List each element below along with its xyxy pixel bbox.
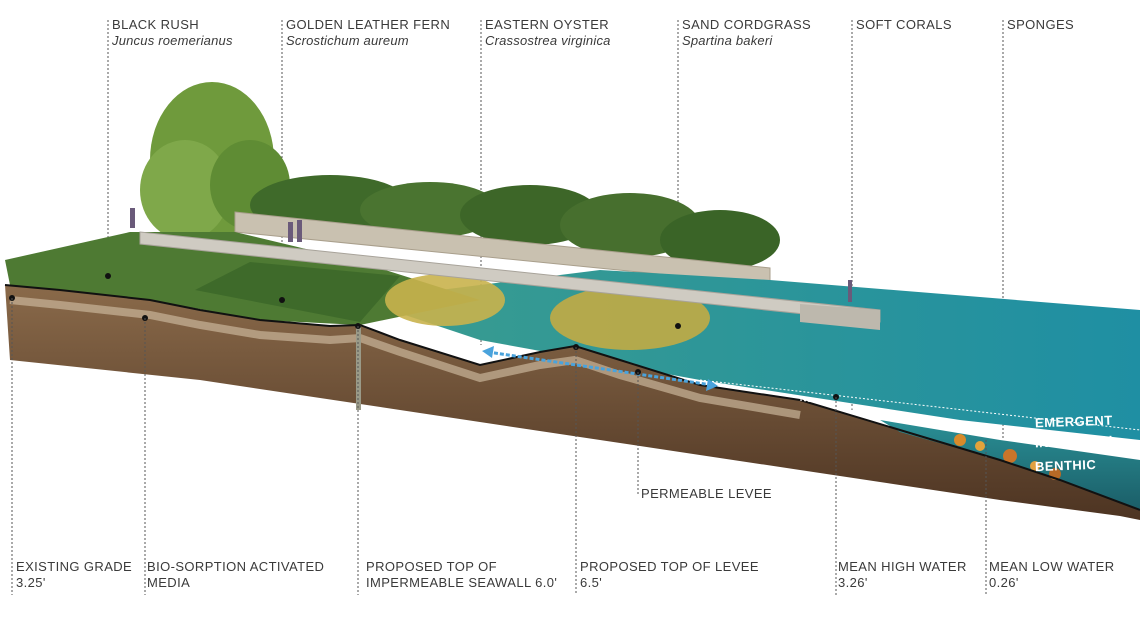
level-name: BIO-SORPTION ACTIVATED (147, 559, 325, 574)
marker-dots (9, 273, 839, 400)
label-eastern-oyster: EASTERN OYSTER Crassostrea virginica (485, 17, 611, 49)
species-scientific-name: Crassostrea virginica (485, 33, 611, 48)
species-scientific-name: Juncus roemerianus (112, 33, 233, 48)
grass-patch-1 (385, 274, 505, 326)
tree-canopy (140, 82, 780, 270)
level-value: MEDIA (147, 575, 191, 590)
species-name: SPONGES (1007, 17, 1075, 32)
species-name: BLACK RUSH (112, 17, 200, 32)
levee-arrow (482, 346, 718, 391)
label-golden-leather-fern: GOLDEN LEATHER FERN Scrostichum aureum (286, 17, 450, 49)
species-name: SOFT CORALS (856, 17, 952, 32)
boardwalk-end (800, 304, 880, 330)
ground-profile-line (4, 284, 1140, 511)
label-sponges: SPONGES (1007, 17, 1074, 33)
label-black-rush: BLACK RUSH Juncus roemerianus (112, 17, 233, 49)
label-mean-low-water: MEAN LOW WATER 0.26' (989, 559, 1115, 591)
label-levee-top: PROPOSED TOP OF LEVEE 6.5' (580, 559, 759, 591)
label-seawall-top: PROPOSED TOP OF IMPERMEABLE SEAWALL 6.0' (366, 559, 557, 591)
sand-layer (9, 296, 801, 419)
level-value: 3.25' (16, 575, 46, 590)
zone-emergent: EMERGENT (1034, 412, 1113, 431)
level-name: MEAN LOW WATER (989, 559, 1115, 574)
species-name: EASTERN OYSTER (485, 17, 610, 32)
species-scientific-name: Scrostichum aureum (286, 33, 409, 48)
emergent-line (699, 379, 1140, 431)
label-mean-high-water: MEAN HIGH WATER 3.26' (838, 559, 967, 591)
fern-bed (195, 262, 400, 322)
level-name: PROPOSED TOP OF (366, 559, 497, 574)
label-sand-cordgrass: SAND CORDGRASS Spartina bakeri (682, 17, 811, 49)
label-bio-sorption-media: BIO-SORPTION ACTIVATED MEDIA (147, 559, 324, 591)
level-value: 0.26' (989, 575, 1019, 590)
zone-benthic: BENTHIC (1034, 456, 1097, 475)
species-name: SAND CORDGRASS (682, 17, 812, 32)
level-value: 6.5' (580, 575, 603, 590)
level-leader-lines (11, 298, 987, 595)
species-name: GOLDEN LEATHER FERN (286, 17, 451, 32)
level-name: EXISTING GRADE (16, 559, 133, 574)
level-name: PROPOSED TOP OF LEVEE (580, 559, 759, 574)
species-scientific-name: Spartina bakeri (682, 33, 773, 48)
level-name: MEAN HIGH WATER (838, 559, 967, 574)
label-existing-grade: EXISTING GRADE 3.25' (16, 559, 132, 591)
label-soft-corals: SOFT CORALS (856, 17, 952, 33)
people (130, 208, 852, 302)
zone-intertidal: INTERTIDAL (1034, 432, 1118, 451)
intertidal-line (799, 399, 1140, 453)
grass-patch-2 (550, 286, 710, 350)
level-value: IMPERMEABLE SEAWALL 6.0' (366, 575, 558, 590)
soil-block (5, 285, 1140, 520)
level-value: 3.26' (838, 575, 868, 590)
label-permeable-levee: PERMEABLE LEVEE (641, 486, 772, 501)
